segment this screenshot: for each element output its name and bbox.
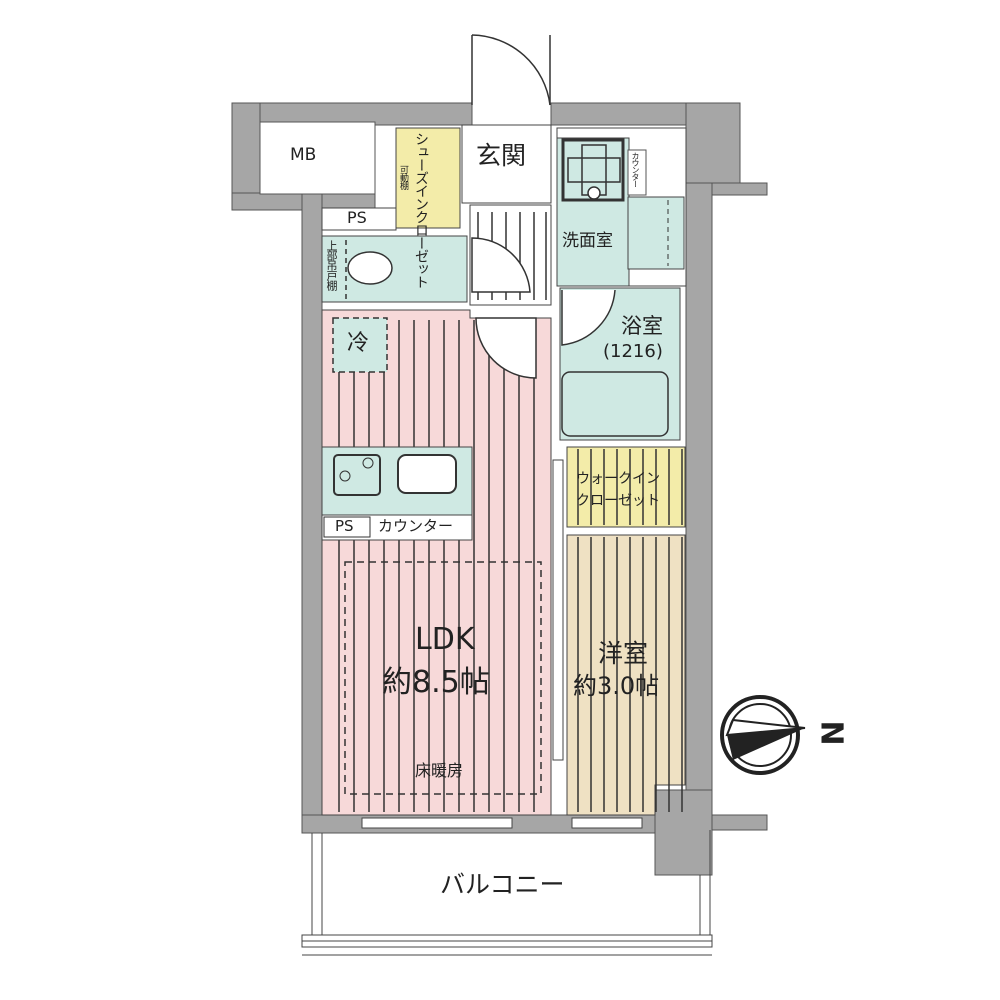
sliding-door <box>552 459 564 761</box>
fridge-space <box>332 317 388 373</box>
ldk-door <box>475 317 537 379</box>
toilet-icon <box>347 251 393 285</box>
shoe-closet-label: シューズインクローゼット <box>413 132 429 288</box>
entrance-floor <box>461 124 552 204</box>
bathroom-size: (1216) <box>603 341 663 362</box>
compass-icon <box>720 695 806 775</box>
washroom-counter-label: カウンター <box>631 152 640 187</box>
walk-in-closet <box>566 446 686 528</box>
ldk-name: LDK <box>415 622 475 657</box>
kitchen-counter-label: カウンター <box>378 517 454 535</box>
washroom-label: 洗面室 <box>562 231 613 251</box>
floor-heating-area <box>344 561 542 795</box>
bathroom-label: 浴室 <box>621 314 663 338</box>
western-room-size: 約3.0帖 <box>573 672 660 700</box>
windows <box>361 817 643 829</box>
ldk-room <box>321 309 552 816</box>
mb-box <box>259 121 376 195</box>
walk-in-closet-label-2: クローゼット <box>576 493 660 509</box>
compass-north-label: N <box>813 720 849 746</box>
movable-shelf-label: 可動棚 <box>398 165 408 189</box>
upper-cabinet-label: 上部吊戸棚 <box>325 240 338 290</box>
ps-kitchen-label: PS <box>335 517 354 535</box>
walk-in-closet-label-1: ウォークイン <box>576 471 660 487</box>
western-room-name: 洋室 <box>598 639 649 668</box>
bathtub-icon <box>561 371 669 437</box>
floor-heating-label: 床暖房 <box>415 761 464 780</box>
ps-top-label: PS <box>347 208 367 227</box>
toilet-door <box>471 237 531 293</box>
entrance-door <box>471 34 551 106</box>
sink-icon <box>397 454 457 494</box>
ldk-size: 約8.5帖 <box>382 665 490 700</box>
shoe-closet <box>395 127 461 229</box>
fridge-label: 冷 <box>347 331 370 356</box>
balcony <box>301 830 713 956</box>
balcony-label: バルコニー <box>440 870 565 899</box>
mb-label: MB <box>290 145 317 165</box>
stove-icon <box>333 454 381 496</box>
washing-machine-icon <box>627 196 685 270</box>
entrance-label: 玄関 <box>476 141 527 170</box>
ps-top <box>321 207 397 231</box>
toilet-room <box>321 235 468 303</box>
